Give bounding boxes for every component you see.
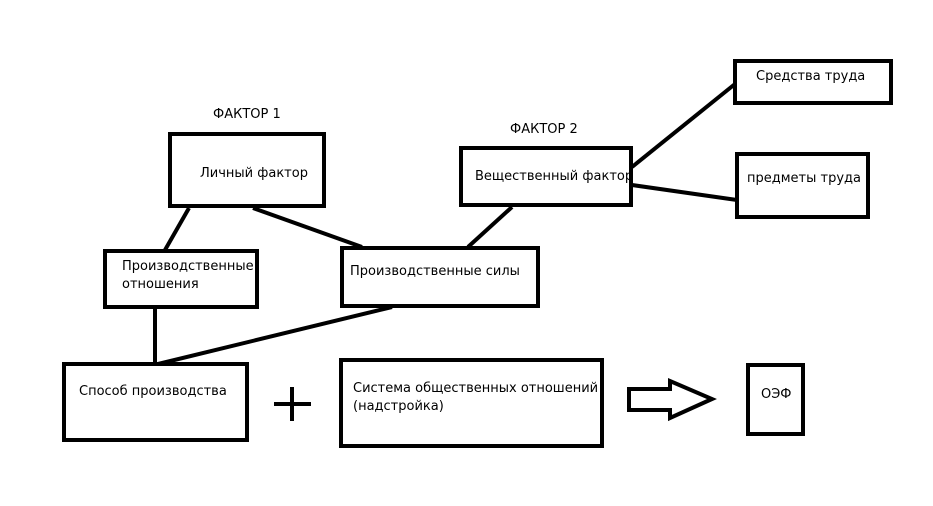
objects-of-labour-label: предметы труда [747,171,861,186]
edge-material-to-forces [466,205,514,249]
production-relations-label-line2: отношения [122,277,199,292]
plus-icon [274,387,311,421]
edge-material-to-means [630,82,737,169]
personal-factor-label: Личный фактор [200,166,308,181]
right-arrow-icon [627,377,717,422]
edge-personal-to-relations [163,207,191,251]
social-relations-node: Система общественных отношений (надстрой… [339,358,604,448]
productive-forces-node: Производственные силы [340,246,540,308]
mode-of-production-label: Способ производства [79,384,227,399]
oef-label: ОЭФ [761,387,792,402]
factor-1-label: ФАКТОР 1 [213,107,281,122]
social-relations-label-line2: (надстройка) [353,399,444,414]
oef-node: ОЭФ [746,363,805,436]
production-relations-label-line1: Производственные [122,259,254,274]
personal-factor-node: Личный фактор [168,132,326,208]
mode-of-production-node: Способ производства [62,362,249,442]
material-factor-node: Вещественный фактор [459,146,633,207]
edge-material-to-objects [631,183,738,202]
edge-personal-to-forces [252,206,363,249]
edge-forces-to-mode [157,305,393,366]
factor-2-label: ФАКТОР 2 [510,122,578,137]
objects-of-labour-node: предметы труда [735,152,870,219]
social-relations-label-line1: Система общественных отношений [353,381,599,396]
means-of-labour-label: Средства труда [756,69,866,84]
productive-forces-label: Производственные силы [350,264,520,279]
means-of-labour-node: Средства труда [733,59,893,105]
material-factor-label: Вещественный фактор [475,169,634,184]
production-relations-node: Производственные отношения [103,249,259,309]
